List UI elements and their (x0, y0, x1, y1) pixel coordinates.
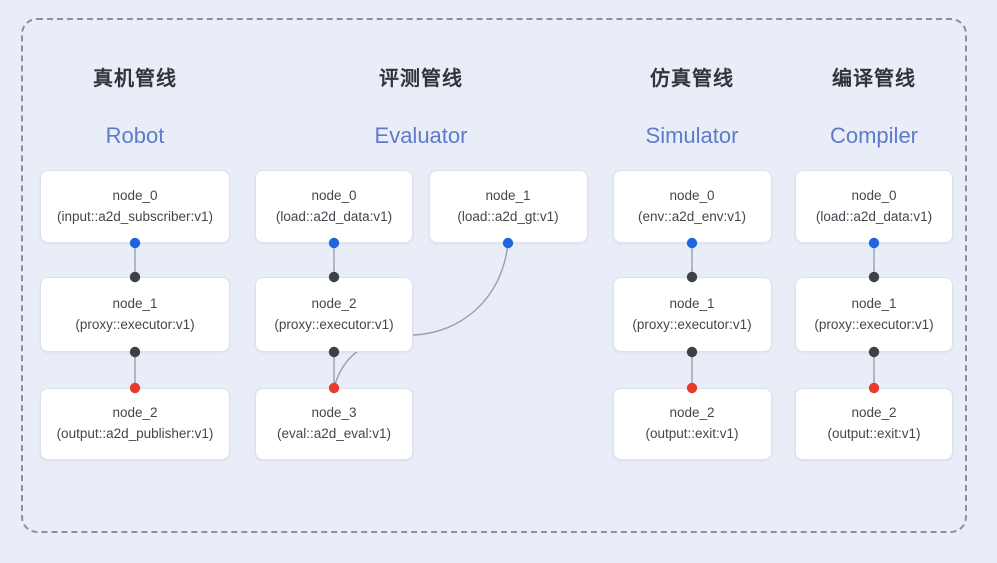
pipelines-dashed-frame (21, 18, 967, 533)
